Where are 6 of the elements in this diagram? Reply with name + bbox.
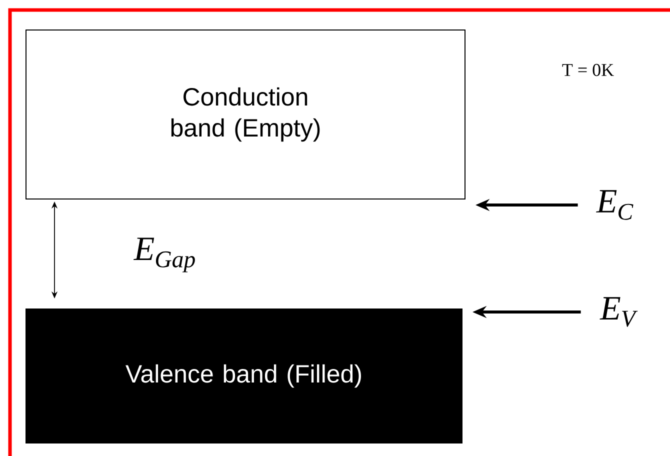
valence-band-box: Valence band (Filled): [26, 308, 462, 444]
energy-level-label: E$_{C}$: [596, 190, 634, 220]
conduction-band-box: Conduction band (Empty): [26, 30, 466, 200]
energy-level-label: E$_{V}$: [600, 297, 638, 327]
temperature-label: T = 0K: [562, 64, 614, 76]
edge-label: E$_{Gap}$: [133, 238, 195, 272]
